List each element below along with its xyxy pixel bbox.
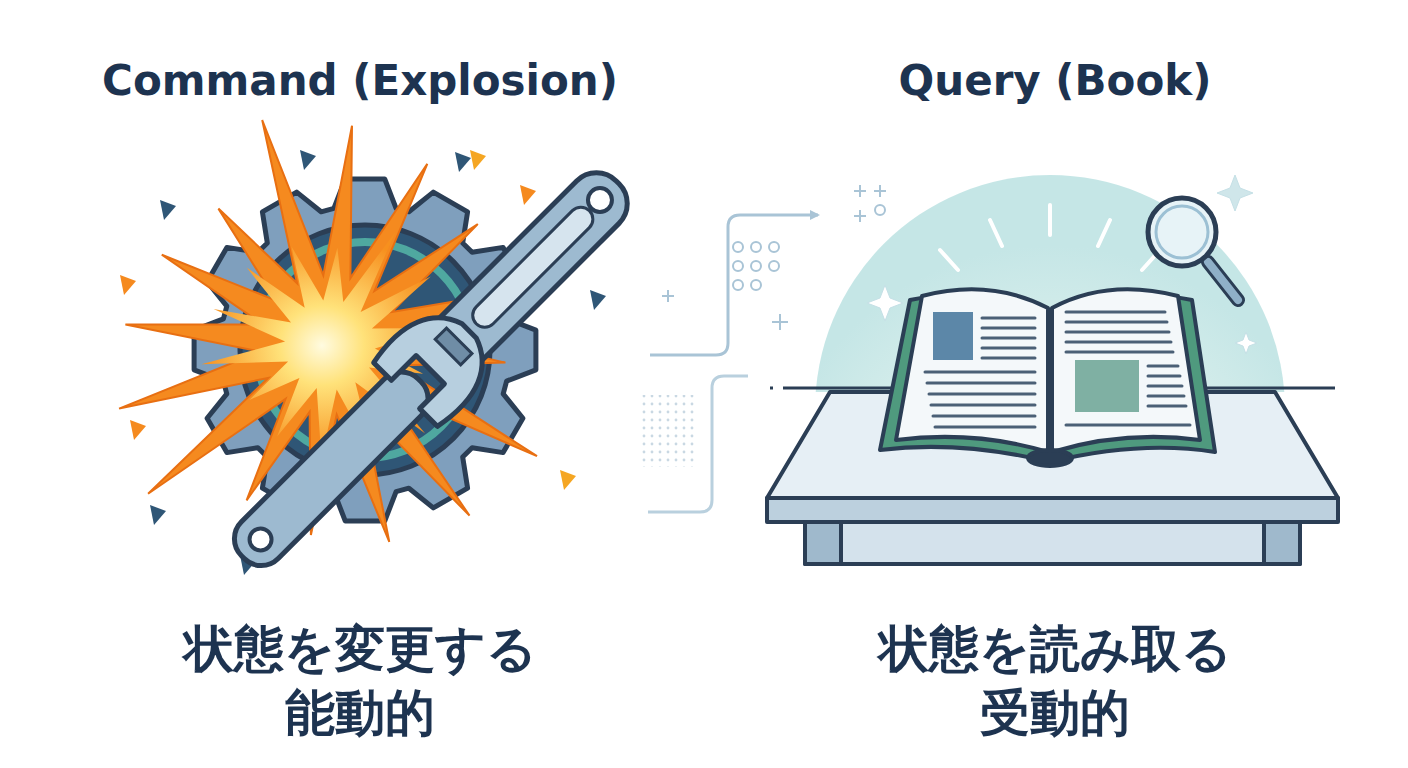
small-circles [733, 242, 779, 290]
illustration-part [1148, 385, 1182, 388]
illustration-part [927, 382, 1035, 385]
burst-shard [520, 185, 536, 205]
illustration-part [733, 261, 743, 271]
illustration-part [372, 297, 504, 429]
panel-description: 状態を読み取る 受動的 [855, 617, 1255, 745]
illustration-part [583, 183, 617, 217]
burst-shard [130, 420, 146, 440]
illustration-part [1066, 424, 1190, 427]
illustration-part [854, 185, 886, 222]
illustration-part [245, 524, 276, 555]
wrench-icon [209, 148, 652, 591]
illustration-part [772, 314, 788, 330]
illustration-part [751, 280, 761, 290]
burst-shard [590, 290, 606, 310]
illustration-part [751, 242, 761, 252]
illustration-part [1148, 375, 1180, 378]
illustration-part [805, 522, 1300, 564]
burst-shard [120, 275, 136, 295]
panel-heading: Command (Explosion) [102, 55, 618, 107]
glow-dome [815, 175, 1285, 392]
illustration-part [1208, 262, 1238, 300]
illustration-part [982, 347, 1035, 350]
illustration-part [1075, 360, 1139, 412]
flow-connector [650, 215, 818, 355]
concept-panel: Query (Book) 状態を読み取る 受動的 [770, 55, 1340, 745]
burst-shard [470, 150, 486, 170]
magnifier-icon [1148, 198, 1238, 300]
illustration-part [767, 498, 1338, 522]
illustration-part [931, 404, 1035, 407]
illustration-part [1066, 341, 1171, 344]
burst-shard [150, 505, 166, 525]
illustration-part [925, 371, 1035, 374]
burst-shard [160, 200, 176, 220]
open-book [880, 289, 1215, 466]
illustration-part [1066, 321, 1167, 324]
illustration-part [1148, 365, 1178, 368]
illustration-part [733, 242, 743, 252]
illustration-part [982, 317, 1035, 320]
illustration-part [933, 312, 973, 360]
illustration-part [224, 362, 438, 576]
illustration-part [1066, 331, 1169, 334]
explosion-burst [119, 120, 606, 575]
illustration-part [1052, 289, 1200, 452]
illustration-part [867, 285, 903, 321]
burst-shard [455, 152, 471, 172]
illustration-part [1148, 405, 1186, 408]
illustration-part [1066, 351, 1173, 354]
burst-shard [300, 150, 316, 170]
illustration-part [769, 261, 779, 271]
illustration-part [420, 161, 639, 380]
illustration-part [751, 261, 761, 271]
illustration-part [733, 280, 743, 290]
illustration-part [805, 522, 841, 564]
illustration-part [982, 357, 1035, 360]
light-rays [940, 205, 1160, 270]
illustration-part [769, 242, 779, 252]
illustration-part [982, 327, 1035, 330]
text-lines [925, 312, 1190, 427]
burst-shard [560, 470, 576, 490]
illustration-part [1156, 206, 1208, 258]
illustration-part [1235, 332, 1257, 354]
illustration-part [933, 415, 1035, 418]
concept-panel: Command (Explosion) 状態を変更する 能動的 [70, 55, 650, 745]
illustration-part [1148, 198, 1216, 266]
panel-heading: Query (Book) [899, 55, 1212, 107]
illustration-part [875, 205, 885, 215]
illustration-part [940, 205, 1160, 270]
illustration-part [468, 202, 598, 332]
illustration-part [982, 337, 1035, 340]
dot-texture [640, 395, 696, 467]
illustration-part [896, 289, 1048, 452]
illustration-part [929, 393, 1035, 396]
illustration-part [662, 290, 674, 302]
illustration-part [1208, 262, 1238, 300]
illustration-part [1148, 395, 1184, 398]
illustration-part [1264, 522, 1300, 564]
illustration-part [435, 328, 472, 365]
illustration-part [1217, 175, 1253, 211]
illustration-part [935, 426, 1035, 429]
illustration-part [120, 150, 606, 575]
illustration-part [1066, 311, 1165, 314]
panel-description: 状態を変更する 能動的 [160, 617, 560, 745]
illustration-part [1028, 450, 1072, 466]
illustration-part [815, 175, 1285, 392]
